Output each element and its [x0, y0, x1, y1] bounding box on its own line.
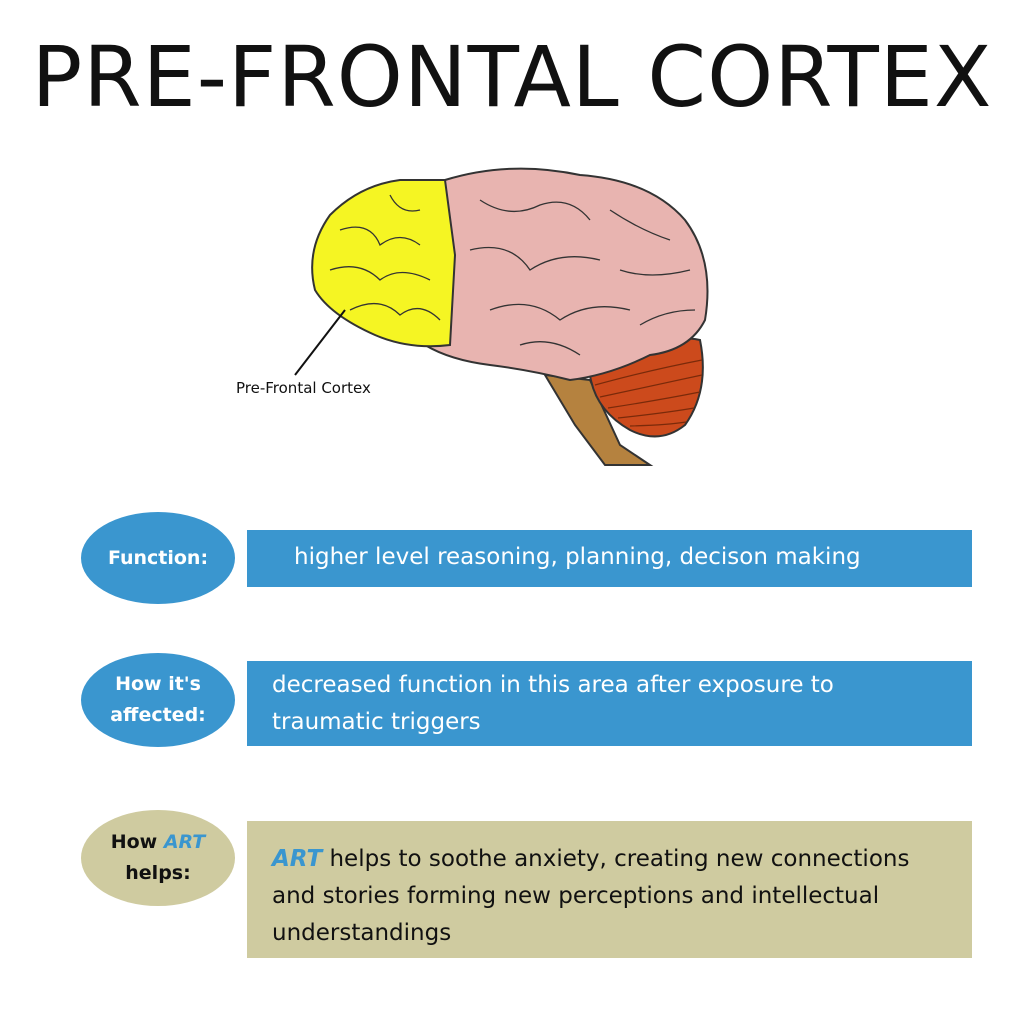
label-pointer-line	[294, 309, 346, 376]
art-helps-label-pre: How	[110, 831, 164, 853]
page-title: PRE-FRONTAL CORTEX	[31, 28, 993, 126]
affected-label-line2: affected:	[110, 704, 206, 726]
art-helps-text: helps to soothe anxiety, creating new co…	[272, 846, 910, 946]
affected-box: decreased function in this area after ex…	[247, 661, 972, 746]
affected-label: How it's affected:	[81, 653, 235, 747]
affected-text: decreased function in this area after ex…	[272, 672, 834, 735]
art-helps-label-post: helps:	[125, 862, 191, 884]
cortex	[423, 167, 709, 382]
function-text: higher level reasoning, planning, deciso…	[294, 544, 861, 570]
function-label-text: Function:	[107, 546, 209, 569]
art-helps-box: ART helps to soothe anxiety, creating ne…	[247, 821, 972, 958]
function-label: Function:	[81, 512, 235, 604]
affected-label-line1: How it's	[115, 673, 201, 695]
brain-illustration	[294, 167, 709, 466]
art-helps-label-art: ART	[163, 831, 206, 853]
art-helps-text-art: ART	[272, 846, 323, 872]
prefrontal-cortex	[311, 179, 457, 348]
prefrontal-cortex-label: Pre-Frontal Cortex	[236, 379, 371, 397]
art-helps-label: How ART helps:	[81, 810, 235, 906]
function-box: higher level reasoning, planning, deciso…	[247, 530, 972, 587]
